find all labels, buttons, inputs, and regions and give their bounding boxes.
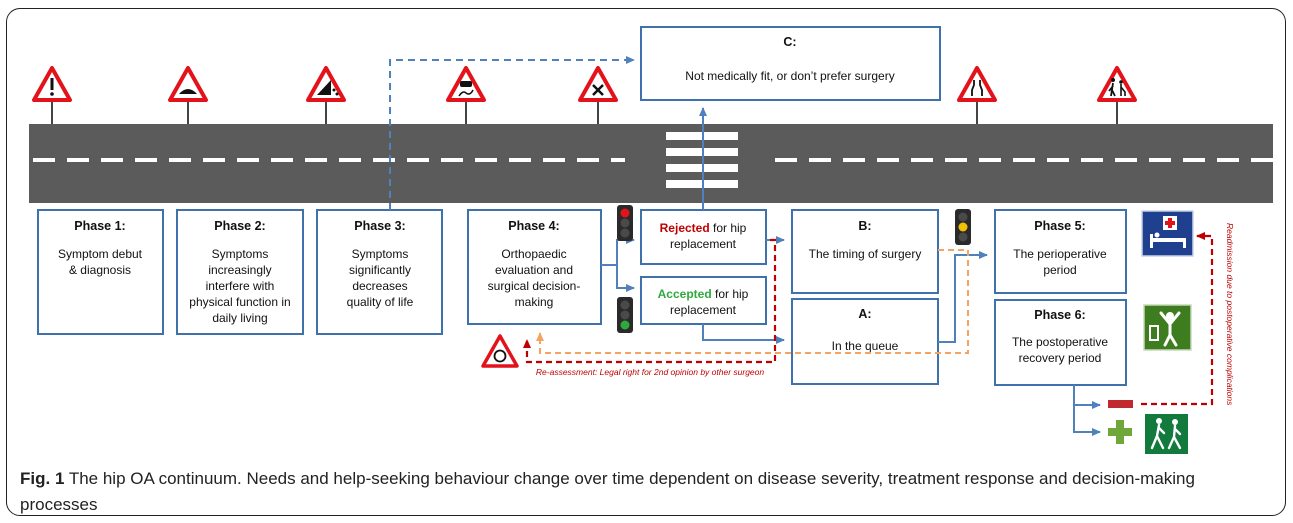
phase6-minus-arrow [1073, 385, 1101, 436]
accepted-label-line2: replacement [670, 303, 737, 317]
hiking-sign-icon [1143, 412, 1190, 456]
phase-6-title: Phase 6: [1034, 308, 1085, 322]
box-text-line: significantly [349, 263, 411, 277]
a-to-phase5-arrow [938, 251, 988, 343]
phase-4-title: Phase 4: [508, 219, 559, 233]
reassessment-orange-arrow [536, 249, 969, 354]
accepted-label: Accepted for hip [658, 287, 749, 301]
readmission-red-arrow [1141, 232, 1214, 406]
phase-5-body: The perioperative period [1013, 247, 1107, 277]
accepted-box: Accepted for hip replacement [640, 276, 767, 325]
box-text-line: physical function in [189, 295, 290, 309]
box-text-line: Symptoms [212, 247, 269, 261]
road [29, 124, 1273, 203]
caption-text: The hip OA continuum. Needs and help-see… [20, 469, 1195, 514]
phase-6-box: Phase 6: The postoperative recovery perio… [994, 299, 1127, 386]
phase-2-box: Phase 2: Symptoms increasingly interfere w… [176, 209, 304, 335]
box-text-line: Symptom debut [58, 247, 143, 261]
box-b: B: The timing of surgery [791, 209, 939, 294]
box-text-line: The perioperative [1013, 247, 1107, 261]
minus-icon [1108, 400, 1133, 408]
box-a-title: A: [858, 307, 871, 321]
flow-arrows [389, 56, 1101, 436]
phase-5-title: Phase 5: [1034, 219, 1085, 233]
box-text-line: & diagnosis [69, 263, 131, 277]
box-text-line: making [515, 295, 554, 309]
readmission-label: Readmission due to postoperative complic… [1225, 223, 1235, 406]
exercise-person-sign-icon [1143, 304, 1192, 351]
phase-2-title: Phase 2: [214, 219, 265, 233]
phase-2-body: Symptoms increasingly interfere with physic… [189, 247, 290, 325]
hospital-bed-sign-icon [1141, 210, 1194, 257]
phase-1-box: Phase 1: Symptom debut & diagnosis [37, 209, 164, 335]
phase-4-box: Phase 4: Orthopaedic evaluation and surgic… [467, 209, 602, 325]
box-text-line: interfere with [206, 279, 275, 293]
rejected-box: Rejected for hip replacement [640, 209, 767, 265]
box-b-body: The timing of surgery [809, 247, 922, 261]
box-a: A: In the queue [791, 298, 939, 385]
box-text-line: recovery period [1019, 351, 1102, 365]
phase4-to-accepted-arrow [616, 265, 635, 292]
slippery-road-sign-icon [446, 66, 486, 124]
phase-3-box: Phase 3: Symptoms significantly decreases q… [316, 209, 443, 335]
phase3-to-c-dashed-arrow [389, 56, 635, 210]
phase-4-body: Orthopaedic evaluation and surgical decisi… [488, 247, 581, 309]
phase-3-body: Symptoms significantly decreases quality of… [347, 247, 414, 309]
box-text-line: evaluation and [495, 263, 573, 277]
phase-1-title: Phase 1: [74, 219, 125, 233]
box-text-line: increasingly [208, 263, 271, 277]
exclamation-warning-sign-icon [32, 66, 72, 124]
figure-caption: Fig. 1 The hip OA continuum. Needs and h… [20, 466, 1270, 518]
crossroads-sign-icon [578, 66, 618, 124]
box-b-title: B: [858, 219, 871, 233]
box-c-title: C: [783, 35, 796, 49]
speed-bump-sign-icon [168, 66, 208, 124]
box-text-line: surgical decision- [488, 279, 581, 293]
plus-icon [1108, 420, 1132, 444]
rejected-label: Rejected for hip [660, 221, 747, 235]
traffic-light-yellow-icon [955, 209, 971, 245]
road-narrows-sign-icon [957, 66, 997, 124]
phase-3-title: Phase 3: [354, 219, 405, 233]
box-text-line: Symptoms [352, 247, 409, 261]
box-text-line: decreases [352, 279, 407, 293]
rejected-label-line2: replacement [670, 237, 737, 251]
phase4-to-rejected-arrow [601, 236, 635, 266]
box-text-line: quality of life [347, 295, 414, 309]
elderly-people-sign-icon [1097, 66, 1137, 124]
traffic-light-green-icon [617, 297, 633, 333]
phase-1-body: Symptom debut & diagnosis [58, 247, 143, 277]
accepted-to-a-arrow [702, 324, 785, 344]
box-text-line: Orthopaedic [501, 247, 566, 261]
box-text-line: period [1043, 263, 1076, 277]
figure-frame [6, 8, 1286, 516]
traffic-light-red-icon [617, 205, 633, 241]
box-c: C: Not medically fit, or don’t prefer su… [640, 26, 941, 101]
caption-label: Fig. 1 [20, 469, 65, 488]
box-a-body: In the queue [832, 339, 899, 353]
reassessment-label: Re-assessment: Legal right for 2nd opini… [536, 367, 764, 377]
reassessment-red-arrow [523, 238, 777, 364]
roundabout-sign-icon [481, 334, 519, 368]
box-text-line: The postoperative [1012, 335, 1108, 349]
phase-6-body: The postoperative recovery period [1012, 335, 1108, 365]
box-text-line: daily living [212, 311, 267, 325]
phase-5-box: Phase 5: The perioperative period [994, 209, 1127, 294]
box-c-body: Not medically fit, or don’t prefer surge… [685, 69, 894, 83]
falling-rocks-sign-icon [306, 66, 346, 124]
